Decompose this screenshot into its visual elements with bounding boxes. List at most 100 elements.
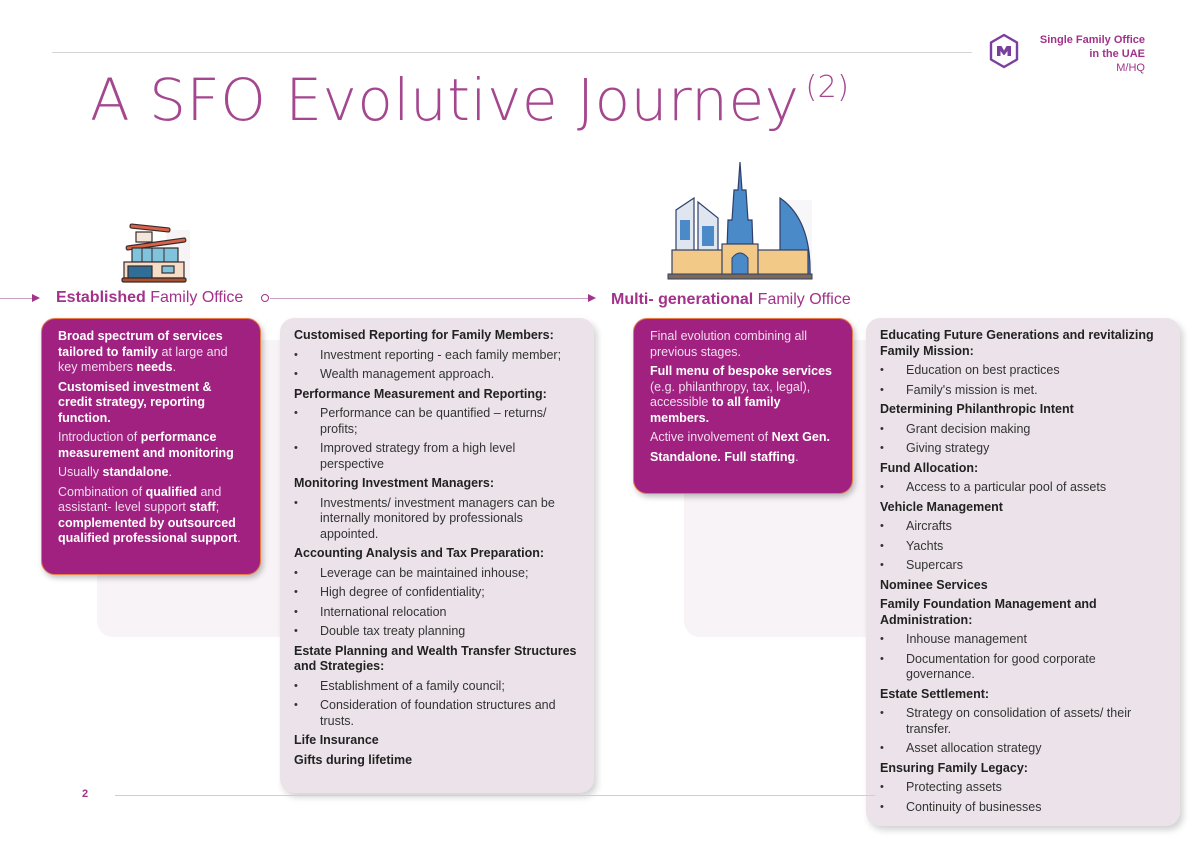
bullet-item: Improved strategy from a high level pers…	[294, 441, 580, 472]
bullet-item: Aircrafts	[880, 519, 1166, 535]
bullet-item: Investment reporting - each family membe…	[294, 348, 580, 364]
summary-emphasis: standalone	[102, 465, 169, 479]
summary-paragraph: Active involvement of Next Gen.	[650, 430, 838, 446]
summary-card-established: Broad spectrum of services tailored to f…	[41, 318, 261, 575]
bullet-item: Leverage can be maintained inhouse;	[294, 566, 580, 582]
timeline-arrow-icon	[32, 294, 40, 302]
top-divider	[52, 52, 972, 53]
title-footnote-marker: (2)	[805, 70, 850, 105]
bullet-list: Establishment of a family council; Consid…	[294, 679, 580, 730]
page-title: A SFO Evolutive Journey(2)	[90, 66, 849, 134]
section-heading: Determining Philanthropic Intent	[880, 402, 1074, 416]
summary-text: .	[168, 465, 172, 479]
bullet-list: Inhouse managementDocumentation for good…	[880, 632, 1166, 683]
summary-emphasis: Broad spectrum of services tailored to f…	[58, 329, 223, 359]
bullet-item: Establishment of a family council;	[294, 679, 580, 695]
summary-text: .	[795, 449, 799, 464]
summary-emphasis: Customised investment & credit strategy,…	[58, 379, 212, 425]
bullet-list: Protecting assetsContinuity of businesse…	[880, 780, 1166, 815]
footer-divider	[115, 795, 875, 796]
summary-text: (e.g. philanthropy, tax, legal), accessi…	[650, 379, 811, 410]
section-heading: Monitoring Investment Managers:	[294, 476, 495, 490]
section-heading: Fund Allocation:	[880, 460, 979, 475]
bullet-list: Grant decision makingGiving strategy	[880, 422, 1166, 457]
section-heading: Family Foundation Management and Adminis…	[880, 597, 1097, 627]
bullet-list: AircraftsYachtsSupercars	[880, 519, 1166, 574]
section-heading: Accounting Analysis and Tax Preparation:	[294, 546, 545, 560]
stage-label-rest: Family Office	[753, 291, 851, 308]
section-heading: Estate Settlement:	[880, 686, 990, 701]
stage-label-bold: Multi- generational	[611, 291, 754, 308]
summary-paragraph: Combination of qualified and assistant- …	[58, 485, 246, 547]
section-heading: Performance Measurement and Reporting:	[294, 386, 547, 401]
bullet-list: Education on best practicesFamily's miss…	[880, 363, 1166, 398]
summary-text: and assistant- level support	[58, 484, 222, 515]
details-card-multigenerational: Educating Future Generations and revital…	[866, 318, 1180, 826]
summary-paragraph: Usually standalone.	[58, 465, 246, 481]
house-icon	[121, 223, 190, 283]
brand-name-line1: Single Family Office	[1039, 34, 1145, 46]
summary-emphasis: Next Gen.	[771, 430, 830, 444]
bullet-item: Investments/ investment managers can be …	[294, 496, 580, 543]
timeline-line-middle	[270, 298, 588, 299]
bullet-item: Asset allocation strategy	[880, 741, 1166, 757]
summary-text: .	[172, 360, 177, 374]
bullet-item: Performance can be quantified – returns/…	[294, 406, 580, 437]
stage-label-multigenerational: Multi- generational Family Office	[611, 291, 851, 309]
brand-block: Single Family Office in the UAE M/HQ	[1040, 33, 1145, 75]
bullet-item: Documentation for good corporate governa…	[880, 652, 1166, 683]
brand-tag: M/HQ	[1116, 62, 1145, 74]
summary-emphasis: performance measurement and monitoring	[58, 430, 234, 460]
summary-paragraph: Customised investment & credit strategy,…	[58, 380, 246, 427]
bullet-item: Grant decision making	[880, 422, 1166, 438]
bullet-list: Performance can be quantified – returns/…	[294, 406, 580, 472]
section-heading: Educating Future Generations and revital…	[880, 328, 1154, 358]
summary-text: Combination of	[58, 484, 146, 499]
bullet-item: High degree of confidentiality;	[294, 585, 580, 601]
bullet-item: Double tax treaty planning	[294, 624, 580, 640]
section-heading: Vehicle Management	[880, 499, 1003, 514]
summary-emphasis: complemented by outsourced qualified pro…	[58, 515, 238, 546]
bullet-list: Investment reporting - each family membe…	[294, 348, 580, 383]
bullet-item: International relocation	[294, 605, 580, 621]
summary-text: .	[237, 531, 241, 545]
bullet-item: Education on best practices	[880, 363, 1166, 379]
bullet-item: Wealth management approach.	[294, 367, 580, 383]
summary-card-multigenerational: Final evolution combining all previous s…	[633, 318, 853, 494]
bullet-item: Supercars	[880, 558, 1166, 574]
summary-paragraph: Broad spectrum of services tailored to f…	[58, 329, 246, 376]
page-number: 2	[82, 788, 89, 800]
section-heading: Nominee Services	[880, 577, 988, 592]
bullet-list: Leverage can be maintained inhouse; High …	[294, 566, 580, 640]
bullet-item: Yachts	[880, 539, 1166, 555]
section-heading: Gifts during lifetime	[294, 752, 413, 767]
bullet-item: Giving strategy	[880, 441, 1166, 457]
bullet-item: Strategy on consolidation of assets/ the…	[880, 706, 1166, 737]
summary-text: Active involvement of	[650, 430, 772, 444]
summary-emphasis: Full menu of bespoke services	[650, 364, 833, 378]
section-heading: Ensuring Family Legacy:	[880, 760, 1028, 775]
summary-emphasis: qualified	[145, 484, 197, 499]
bullet-item: Family's mission is met.	[880, 383, 1166, 399]
bullet-item: Access to a particular pool of assets	[880, 480, 1166, 496]
section-heading: Life Insurance	[294, 733, 379, 747]
summary-paragraph: Introduction of performance measurement …	[58, 430, 246, 461]
summary-text: at large and key members	[58, 344, 228, 375]
summary-text: ;	[215, 500, 220, 514]
brand-name-line2: in the UAE	[1089, 48, 1145, 60]
city-skyline-icon	[667, 161, 813, 280]
summary-paragraph: Full menu of bespoke services (e.g. phil…	[650, 364, 838, 426]
stage-label-bold: Established	[56, 289, 146, 306]
summary-emphasis: staff	[189, 500, 216, 514]
bullet-item: Protecting assets	[880, 780, 1166, 796]
bullet-item: Inhouse management	[880, 632, 1166, 648]
summary-text: Final evolution combining all previous s…	[650, 329, 808, 359]
stage-label-rest: Family Office	[145, 289, 244, 306]
summary-paragraph: Standalone. Full staffing.	[650, 450, 838, 466]
mhq-logo-icon	[989, 33, 1019, 69]
bullet-item: Consideration of foundation structures a…	[294, 698, 580, 729]
details-card-established: Customised Reporting for Family Members:…	[280, 318, 594, 793]
summary-text: Introduction of	[58, 430, 141, 444]
summary-emphasis: Standalone. Full staffing	[650, 449, 796, 464]
summary-emphasis: to all family members.	[650, 395, 781, 425]
